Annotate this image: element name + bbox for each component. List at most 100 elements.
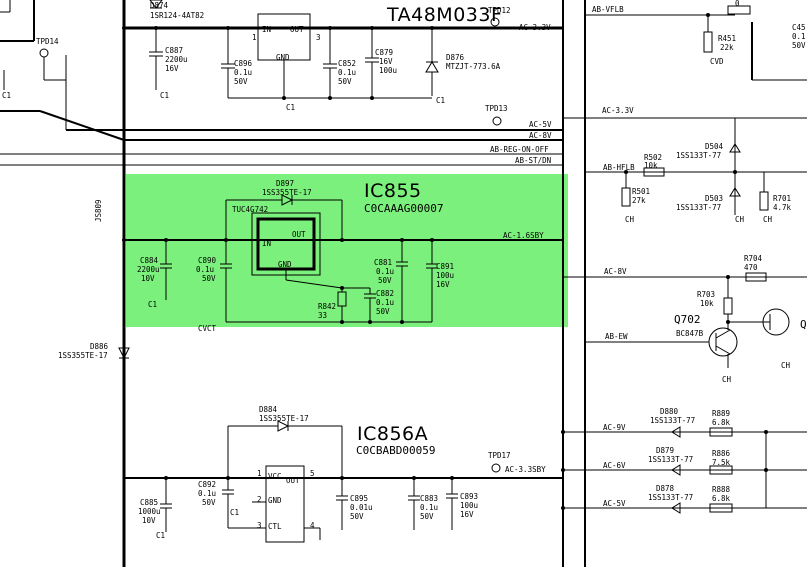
c892-value: 0.1u	[198, 489, 216, 498]
c881-capacitor	[396, 240, 408, 322]
tpd12-testpoint	[490, 17, 500, 27]
ac33sby-label: AC-3.3SBY	[505, 465, 546, 474]
top-left-wiring	[0, 0, 563, 166]
right-ac33-label: AC-3.3V	[602, 106, 634, 115]
c852-label: C852	[338, 59, 356, 68]
tpd12-label: TPD12	[488, 6, 511, 15]
d897-diode	[225, 194, 343, 240]
r888-label: R888	[712, 485, 731, 494]
c893-value: 100u	[460, 501, 478, 510]
c887-capacitor	[149, 28, 163, 90]
c885-gnd: C1	[156, 531, 165, 540]
d884-diode	[277, 420, 290, 432]
right-ac6-label: AC-6V	[603, 461, 626, 470]
d503-diode	[729, 187, 741, 197]
right-ac8-label: AC-8V	[604, 267, 627, 276]
c890-capacitor	[220, 240, 232, 322]
c892-capacitor	[222, 478, 234, 528]
r704-value: 470	[744, 263, 758, 272]
r888-value: 6.8k	[712, 494, 731, 503]
bus-ac8-label: AC-8V	[529, 131, 552, 140]
q702-part: BC847B	[676, 329, 704, 338]
c895-label: C895	[350, 494, 368, 503]
r701-value: 4.7k	[773, 203, 792, 212]
c45-value: 0.1	[792, 32, 806, 41]
tpd17-testpoint	[491, 463, 501, 473]
c883-voltage: 50V	[420, 512, 434, 521]
r842-label: R842	[318, 302, 336, 311]
junction-dots	[122, 13, 768, 510]
top-ic-gnd: GND	[276, 53, 290, 62]
r704-label: R704	[744, 254, 763, 263]
ic856-ctl: CTL	[268, 522, 282, 531]
c893-voltage: 16V	[460, 510, 474, 519]
top-ic-title: TA48M033F	[386, 4, 502, 26]
c885-voltage: 10V	[142, 516, 156, 525]
d504-label: D504	[705, 142, 724, 151]
d880-part: 1SS133T-77	[650, 416, 695, 425]
c891-value: 100u	[436, 271, 454, 280]
d879-part: 1SS133T-77	[648, 455, 693, 464]
q702-gnd: CH	[722, 375, 732, 384]
d897-label: D897	[276, 179, 294, 188]
d874-label: D874	[150, 1, 169, 10]
tpd17-label: TPD17	[488, 451, 511, 460]
c852-capacitor	[323, 28, 337, 98]
c896-value: 0.1u	[234, 68, 252, 77]
ic855-part: TUC4G742	[232, 205, 268, 214]
r703-label: R703	[697, 290, 715, 299]
tpd13-label: TPD13	[485, 104, 508, 113]
d874-diode	[149, 0, 163, 9]
ic856-pin3: 3	[257, 521, 262, 530]
r701-resistor	[759, 191, 769, 211]
c895-voltage: 50V	[350, 512, 364, 521]
r451-label: R451	[718, 34, 736, 43]
q-right-label: Q	[800, 318, 807, 331]
c884-value: 2200u	[137, 265, 160, 274]
c892-voltage: 50V	[202, 498, 216, 507]
c879-value: 100u	[379, 66, 397, 75]
cvct-label: CVCT	[198, 324, 217, 333]
c852-voltage: 50V	[338, 77, 352, 86]
right-ac9-label: AC-9V	[603, 423, 626, 432]
r701-label: R701	[773, 194, 791, 203]
d897-part: 1SS355TE-17	[262, 188, 312, 197]
ic855-gnd: GND	[278, 260, 292, 269]
r703-resistor	[723, 297, 733, 315]
d879-label: D879	[656, 446, 674, 455]
c885-value: 1000u	[138, 507, 161, 516]
c890-voltage: 50V	[202, 274, 216, 283]
q-right-gnd: CH	[781, 361, 791, 370]
c1-label-left: C1	[2, 91, 11, 100]
c882-label: C882	[376, 289, 394, 298]
top-ic-in: IN	[262, 25, 271, 34]
js809-label: JS809	[94, 199, 103, 222]
r501-value: 27k	[632, 196, 646, 205]
ic856-vcc: VCC	[268, 472, 282, 481]
ic856-title: IC856A	[357, 423, 428, 445]
ic856-gnd: GND	[268, 496, 282, 505]
r888-resistor	[709, 503, 733, 513]
ab-hflb-label: AB-HFLB	[603, 163, 635, 172]
r501-resistor	[621, 187, 631, 207]
ic856-pin4: 4	[310, 521, 315, 530]
ic855-out: OUT	[292, 230, 306, 239]
c887-gnd: C1	[160, 91, 169, 100]
d878-part: 1SS133T-77	[648, 493, 693, 502]
d886-diode	[118, 347, 130, 360]
d504-part: 1SS133T-77	[676, 151, 721, 160]
r701-gnd: CH	[763, 215, 773, 224]
c892-gnd: C1	[230, 508, 239, 517]
c881-value: 0.1u	[376, 267, 394, 276]
tpd14-testpoint	[39, 48, 49, 58]
r451-resistor	[703, 31, 713, 53]
r886-value: 7.5k	[712, 458, 731, 467]
r502-resistor	[643, 167, 665, 177]
ic856-out: OUT	[286, 476, 300, 485]
top-ic-pin1: 1	[252, 33, 257, 42]
c890-value: 0.1u	[196, 265, 214, 274]
top-c1-label: C1	[286, 103, 295, 112]
c882-voltage: 50V	[376, 307, 390, 316]
bus-abreg-label: AB-REG-ON-OFF	[490, 145, 549, 154]
d503-gnd: CH	[735, 215, 745, 224]
